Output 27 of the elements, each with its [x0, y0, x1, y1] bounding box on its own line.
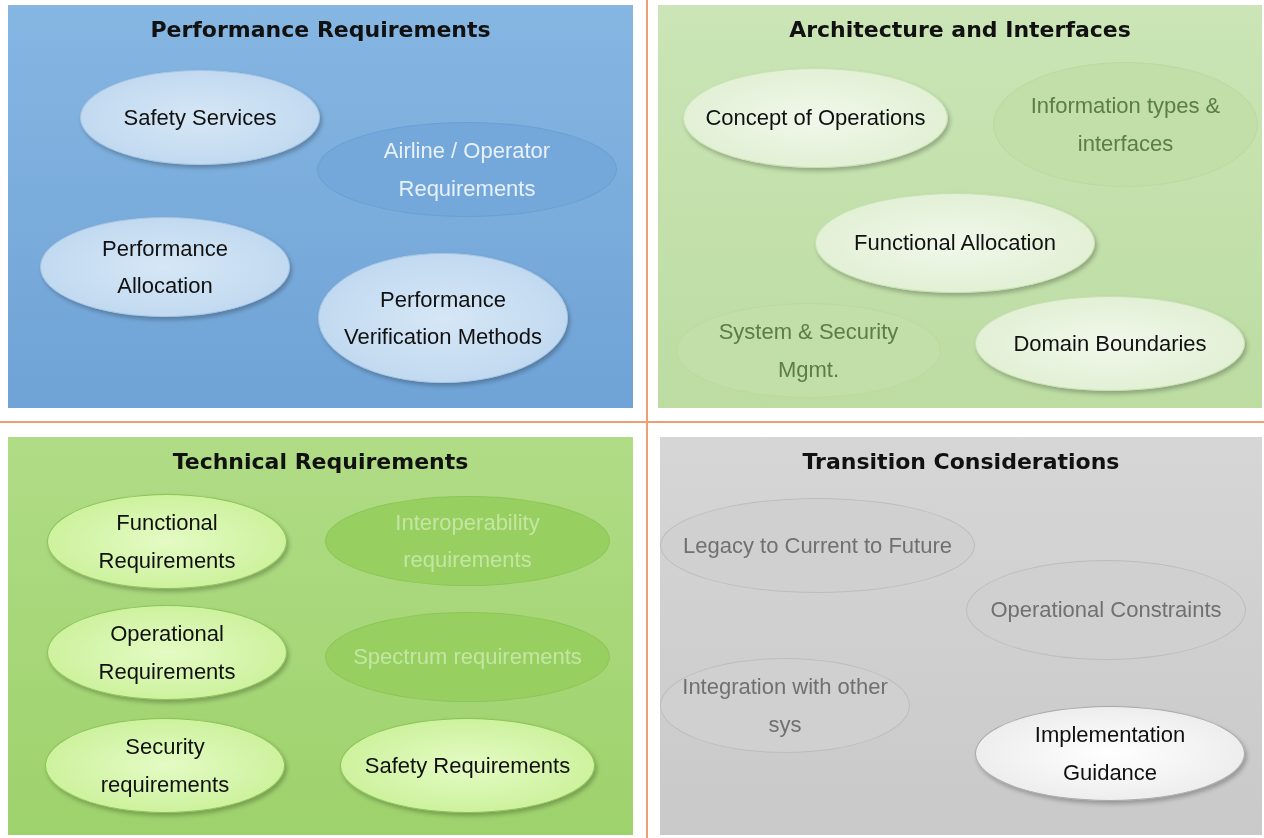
- node-label: Performance Verification Methods: [342, 285, 544, 351]
- panel-title: Transition Considerations: [802, 449, 1120, 474]
- node-label: Operational Requirements: [97, 620, 237, 686]
- panel: [658, 5, 1262, 408]
- node-label: Security requirements: [99, 733, 231, 799]
- node-label: Information types & interfaces: [1029, 92, 1222, 158]
- panel-title: Performance Requirements: [150, 17, 491, 42]
- node-label: Airline / Operator Requirements: [382, 137, 552, 203]
- node-label: Legacy to Current to Future: [682, 531, 953, 560]
- node-label: Integration with other sys: [681, 673, 889, 739]
- node-label: Safety Requirements: [363, 751, 572, 780]
- node-label: Functional Allocation: [853, 229, 1057, 258]
- node-label: Performance Allocation: [101, 234, 229, 300]
- node-label: Concept of Operations: [704, 104, 927, 133]
- panel-title: Architecture and Interfaces: [789, 17, 1131, 42]
- node-label: Functional Requirements: [97, 509, 237, 575]
- panel: [660, 437, 1262, 835]
- panel-title: Technical Requirements: [172, 449, 469, 474]
- node-label: Operational Constraints: [989, 596, 1223, 625]
- node-label: System & Security Mgmt.: [717, 318, 900, 384]
- node-label: Spectrum requirements: [352, 643, 583, 672]
- node-label: Safety Services: [122, 103, 278, 132]
- panel: [8, 5, 633, 408]
- panel: [8, 437, 633, 835]
- node-label: Domain Boundaries: [1012, 329, 1208, 358]
- node-label: Implementation Guidance: [1033, 721, 1187, 787]
- node-label: Interoperability requirements: [394, 508, 541, 574]
